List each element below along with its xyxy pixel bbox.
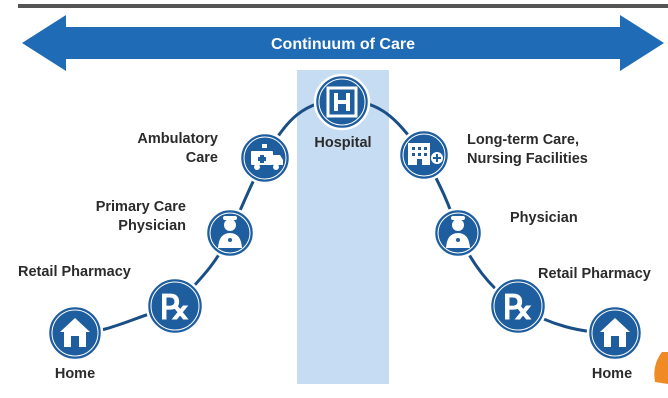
rx-icon: ℞ <box>160 290 190 327</box>
label-retail-pharmacy-left: Retail Pharmacy <box>18 264 131 280</box>
building-icon <box>408 143 443 165</box>
pharmacy-node-right: ℞ <box>488 276 548 336</box>
home-icon <box>60 318 90 347</box>
rx-icon: ℞ <box>503 290 533 327</box>
physician-node-right <box>432 207 484 259</box>
home-node-left <box>46 304 104 362</box>
label-long-term-care: Long-term Care, Nursing Facilities <box>467 132 588 167</box>
label-ambulatory-care: Ambulatory Care <box>137 131 218 166</box>
physician-icon <box>446 216 470 248</box>
primary-care-node <box>204 207 256 259</box>
label-hospital: Hospital <box>314 135 372 151</box>
top-rule <box>18 4 668 8</box>
long-term-care-node <box>397 128 451 182</box>
arrow-title: Continuum of Care <box>271 36 415 53</box>
label-retail-pharmacy-right: Retail Pharmacy <box>538 266 651 282</box>
label-home-left: Home <box>54 366 96 382</box>
home-icon <box>600 318 630 347</box>
ambulatory-node <box>238 131 292 185</box>
edge-accent-shape <box>654 352 668 384</box>
home-node-right <box>586 304 644 362</box>
physician-icon <box>218 216 242 248</box>
continuum-arrow <box>22 15 664 71</box>
label-home-right: Home <box>591 366 633 382</box>
label-primary-care-physician: Primary Care Physician <box>95 199 186 234</box>
label-physician-right: Physician <box>510 210 578 226</box>
ambulance-icon <box>251 144 283 170</box>
hospital-icon <box>326 86 358 118</box>
pharmacy-node-left: ℞ <box>145 276 205 336</box>
hospital-node <box>313 73 371 131</box>
